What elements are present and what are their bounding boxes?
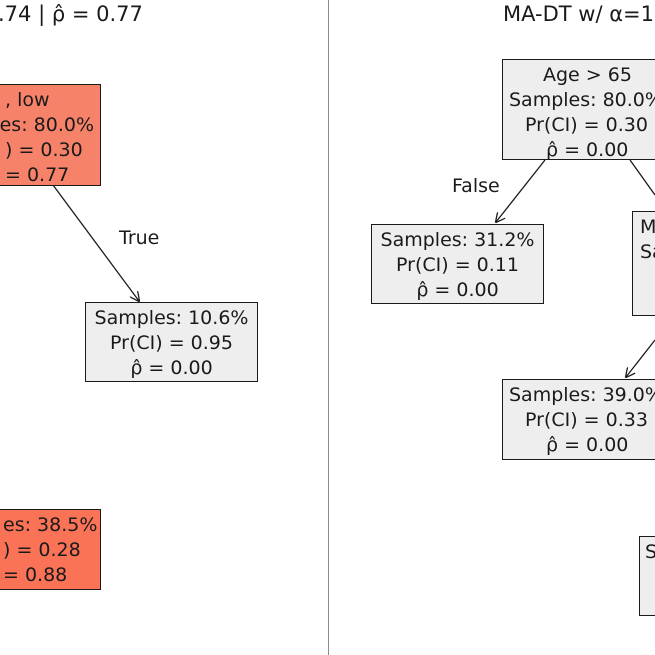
edge-label-true: True [119, 227, 160, 249]
node-line: Pr(CI) = 0.33 [525, 409, 648, 431]
left-lower-node: es: 38.5% ) = 0.28 = 0.88 [0, 509, 101, 590]
right-bottom-partial-node: S [639, 536, 655, 616]
right-root-node: Age > 65 Samples: 80.0% Pr(CI) = 0.30 ρ̂… [502, 59, 655, 160]
edge-right-root-to-true-child [629, 159, 655, 196]
node-line: = 0.88 [3, 564, 68, 586]
edge-right-root-to-false-child [496, 159, 546, 222]
node-line: Age > 65 [543, 64, 632, 86]
node-line: es: 38.5% [3, 514, 98, 536]
node-line: Samples: 80.0% [509, 89, 655, 111]
left-tree-title: .74 | ρ̂ = 0.77 [0, 2, 143, 26]
left-true-child-node: Samples: 10.6% Pr(CI) = 0.95 ρ̂ = 0.00 [85, 302, 258, 382]
left-root-node: , low es: 80.0% ) = 0.30 = 0.77 [0, 84, 101, 186]
node-line: ) = 0.28 [3, 539, 81, 561]
panel-divider [328, 0, 329, 655]
node-line: = 0.77 [5, 164, 70, 186]
edge-left-root-to-true-child [52, 184, 139, 301]
edge-label-false: False [452, 175, 500, 197]
node-line: ρ̂ = 0.00 [546, 434, 629, 456]
node-line: M [640, 216, 655, 238]
right-grandchild-node: Samples: 39.0% Pr(CI) = 0.33 ρ̂ = 0.00 [502, 379, 655, 460]
node-line: Pr(CI) = 0.30 [525, 114, 648, 136]
node-line: ρ̂ = 0.00 [416, 279, 499, 301]
right-tree-title: MA-DT w/ α=1 [503, 2, 654, 26]
edge-right-true-child-to-grandchild [626, 339, 655, 377]
node-line: Sa [640, 241, 655, 263]
node-line: Samples: 31.2% [380, 229, 535, 251]
node-line: Samples: 10.6% [94, 307, 249, 329]
node-line: ) = 0.30 [5, 139, 83, 161]
node-line: , low [5, 89, 50, 111]
node-line: ρ̂ = 0.00 [130, 357, 213, 379]
node-line: Samples: 39.0% [509, 384, 655, 406]
right-false-child-node: Samples: 31.2% Pr(CI) = 0.11 ρ̂ = 0.00 [371, 224, 544, 304]
right-true-child-node: M Sa [632, 211, 655, 316]
node-line: ρ̂ = 0.00 [546, 139, 629, 160]
node-line: Pr(CI) = 0.95 [110, 332, 233, 354]
node-line: S [645, 540, 655, 565]
node-line: Pr(CI) = 0.11 [396, 254, 519, 276]
node-line: es: 80.0% [0, 114, 94, 136]
